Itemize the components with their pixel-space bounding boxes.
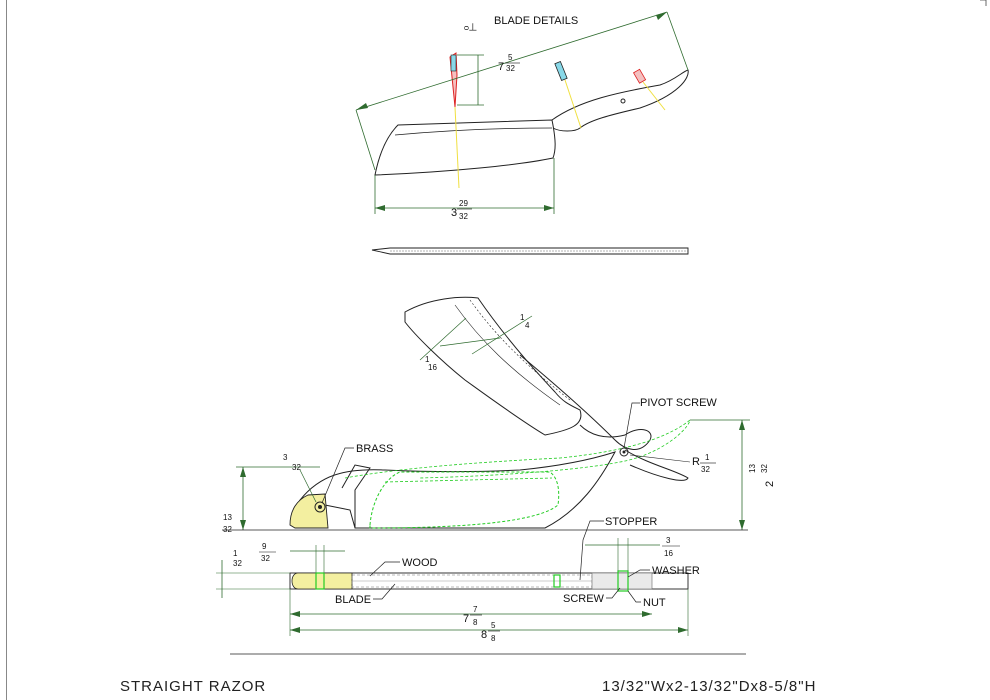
wood-label: WOOD	[402, 557, 437, 569]
dim-scale-edge-text: 1 16	[425, 355, 437, 372]
drawing-spec: 13/32"Wx2-13/32"Dx8-5/8"H	[602, 678, 817, 695]
svg-text:2: 2	[764, 481, 776, 487]
svg-text:1: 1	[705, 453, 710, 462]
dim-brass-len-text: 9 32	[259, 542, 276, 563]
blade-spine-line	[394, 127, 553, 136]
dim-stopper-off-text: 3 16	[662, 536, 680, 558]
dim-overall-inner-text: 7 7 8	[463, 605, 482, 627]
pivot-pin-front	[314, 501, 326, 513]
svg-text:3: 3	[666, 536, 671, 545]
dim-arrow	[544, 205, 554, 211]
blade-details-view: BLADE DETAILS ᴑ丄 7 5 32 3 29 32	[355, 11, 689, 221]
dim-arrow	[356, 103, 368, 110]
stopper-pin	[553, 574, 561, 588]
svg-text:5: 5	[508, 53, 513, 62]
blade-edge-view	[371, 247, 689, 255]
detail-marker-icon: ᴑ丄	[464, 23, 477, 32]
section-line-2	[564, 79, 582, 129]
dim-blade-width-text: 3 29 32	[451, 199, 472, 221]
dim-height-text: 2 13 32	[748, 464, 776, 487]
svg-text:32: 32	[459, 212, 468, 221]
section-line-1	[454, 106, 460, 189]
svg-text:1: 1	[233, 549, 238, 558]
svg-text:16: 16	[664, 549, 673, 558]
section-cyan-2	[554, 61, 568, 81]
top-brass-cap	[291, 572, 353, 590]
svg-text:7: 7	[463, 613, 469, 625]
dim-arrow	[656, 12, 667, 20]
svg-text:8: 8	[473, 618, 478, 627]
dim-blade-length-ext2	[666, 11, 689, 71]
handle-scale-outline	[299, 451, 617, 529]
svg-text:32: 32	[223, 525, 232, 534]
svg-text:32: 32	[292, 463, 301, 472]
dim-scale-width-text: 1 4	[520, 313, 530, 330]
tang-pivot-hole	[620, 98, 626, 104]
blade-details-label: BLADE DETAILS	[494, 15, 578, 27]
razor-top-view: WOOD BLADE SCREW WASHER NUT 1 32 9 32	[216, 536, 700, 643]
washer-label: WASHER	[652, 565, 700, 577]
washer-icon	[617, 570, 629, 592]
svg-text:1: 1	[425, 355, 430, 364]
razor-side-view: PIVOT SCREW BRASS STOPPER 1 4 1 16 R 1 3…	[222, 296, 776, 581]
dim-blade-length-line	[355, 11, 668, 111]
blade-tang	[551, 69, 689, 132]
nut-label: NUT	[643, 597, 666, 609]
sheet-border-left	[6, 0, 7, 700]
svg-text:3: 3	[283, 453, 288, 462]
svg-text:3: 3	[451, 207, 457, 219]
svg-text:5: 5	[491, 621, 496, 630]
dim-thickness-text: 1 32	[233, 549, 242, 568]
section-line-3	[642, 81, 666, 111]
svg-text:32: 32	[233, 559, 242, 568]
dim-overall-text: 8 5 8	[481, 621, 500, 643]
pivot-screw-label: PIVOT SCREW	[640, 397, 717, 409]
brass-label: BRASS	[356, 443, 393, 455]
svg-text:32: 32	[506, 64, 515, 73]
top-view-body	[289, 572, 689, 590]
dim-radius-text: R 1 32	[692, 453, 716, 474]
section-cyan-3	[632, 68, 647, 84]
drawing-title: STRAIGHT RAZOR	[120, 678, 267, 695]
blade-outline	[374, 119, 556, 176]
svg-text:1: 1	[520, 313, 525, 322]
svg-text:R: R	[692, 456, 700, 468]
blade-label: BLADE	[335, 594, 371, 606]
svg-text:8: 8	[491, 634, 496, 643]
open-blade-outline	[404, 296, 582, 436]
dim-front-height-text: 13 32	[223, 513, 232, 534]
svg-text:32: 32	[701, 465, 710, 474]
svg-text:32: 32	[261, 554, 270, 563]
svg-text:13: 13	[748, 464, 757, 473]
dim-brass-dia-text: 3 32	[283, 453, 301, 472]
svg-text:7: 7	[473, 605, 478, 614]
section-cyan-1	[450, 54, 457, 72]
dim-blade-length-text: 7 5 32	[498, 53, 520, 73]
dim-blade-length-ext1	[355, 109, 376, 171]
svg-text:16: 16	[428, 363, 437, 372]
svg-text:8: 8	[481, 629, 487, 641]
hidden-blade-outline	[369, 471, 560, 529]
svg-text:9: 9	[262, 542, 267, 551]
screw-label: SCREW	[563, 593, 605, 605]
svg-text:13: 13	[223, 513, 232, 522]
svg-text:32: 32	[760, 464, 769, 473]
dim-arrow	[375, 205, 385, 211]
stopper-label: STOPPER	[605, 516, 657, 528]
svg-text:7: 7	[498, 61, 504, 73]
front-pin	[315, 572, 325, 590]
svg-text:29: 29	[459, 199, 468, 208]
svg-text:4: 4	[525, 321, 530, 330]
